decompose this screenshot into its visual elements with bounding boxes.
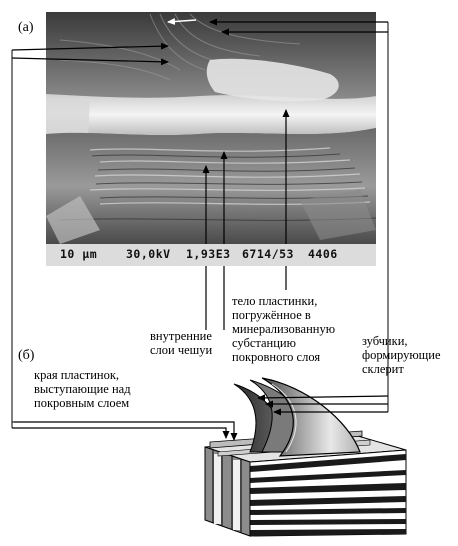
panel-label-a: (а) bbox=[18, 20, 34, 36]
voltage-text: 30,0kV bbox=[126, 247, 171, 261]
label-plate-body: тело пластинки, погружённое в минерализо… bbox=[232, 294, 335, 364]
label-inner-layers: внутренние слои чешуи bbox=[150, 329, 212, 357]
sem-micrograph bbox=[46, 12, 376, 244]
micrograph-scale-bar: 10 µm 30,0kV 1,93E3 6714/53 4406 bbox=[46, 244, 376, 266]
scale-text: 10 µm bbox=[60, 247, 97, 261]
label-teeth: зубчики, формирующие склерит bbox=[362, 334, 441, 376]
panel-label-b: (б) bbox=[18, 348, 34, 364]
sample-id-text: 6714/53 bbox=[242, 247, 294, 261]
label-plate-edges: края пластинок, выступающие над покровны… bbox=[34, 368, 131, 410]
scale-schematic bbox=[205, 378, 406, 536]
frame-number-text: 4406 bbox=[308, 247, 338, 261]
magnification-text: 1,93E3 bbox=[186, 247, 231, 261]
